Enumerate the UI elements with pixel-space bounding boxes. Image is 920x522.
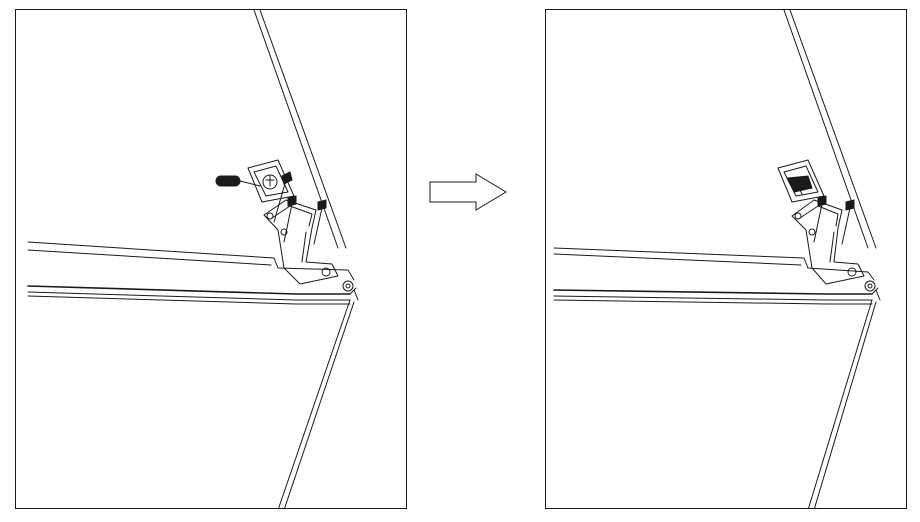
door-hinge-illustration-after <box>553 10 881 508</box>
hinge-cover-plug <box>215 175 261 187</box>
door-front-edge <box>553 287 879 305</box>
door-right-edge <box>808 289 881 508</box>
cabinet-top-edge <box>553 247 875 281</box>
door-right-edge <box>278 289 359 508</box>
panel-after <box>545 9 907 509</box>
door-hinge-illustration-before <box>27 10 359 508</box>
screw <box>313 199 327 245</box>
cabinet-top-edge <box>27 241 355 281</box>
right-arrow-icon <box>429 173 507 211</box>
hinge-cover-plug <box>787 175 813 195</box>
screw <box>273 171 293 223</box>
panel-before <box>15 9 407 509</box>
door-front-edge <box>27 285 357 305</box>
screw <box>841 199 855 245</box>
hinge-bracket <box>791 199 876 292</box>
screw <box>813 195 827 243</box>
hinge-bracket <box>263 199 354 292</box>
screw <box>283 195 297 243</box>
